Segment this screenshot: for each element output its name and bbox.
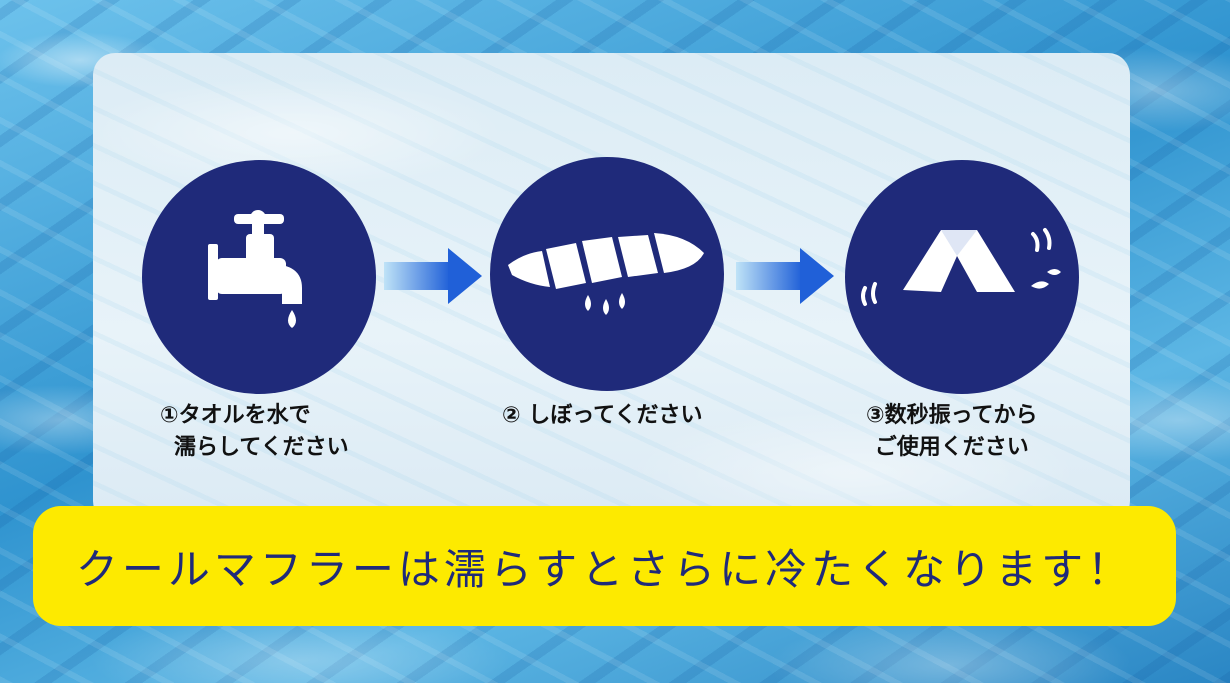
shaking-towel-icon — [861, 228, 1061, 306]
step3-label-line1: ③数秒振ってから — [866, 403, 1038, 428]
headline-text: クールマフラーは濡らすとさらに冷たくなります！ — [75, 544, 1134, 594]
step2-circle — [490, 157, 724, 391]
step2-label: ② しぼってください — [502, 400, 703, 432]
headline-banner: クールマフラーは濡らすとさらに冷たくなります！ — [33, 506, 1176, 626]
arrow-right-icon — [384, 248, 482, 304]
step1-label-line2: 濡らしてください — [174, 435, 349, 460]
step1-label: ①タオルを水で 濡らしてください — [160, 400, 349, 464]
step1-circle — [142, 160, 376, 394]
wringing-towel-icon — [508, 233, 704, 315]
step1-label-line1: ①タオルを水で — [160, 403, 311, 428]
step3-label-line2: ご使用ください — [874, 435, 1029, 460]
step3-circle — [845, 160, 1079, 394]
step3-label: ③数秒振ってから ご使用ください — [866, 400, 1038, 464]
step2-label-line1: ② しぼってください — [502, 403, 703, 428]
arrow-right-icon — [736, 248, 834, 304]
faucet-icon — [208, 210, 302, 328]
